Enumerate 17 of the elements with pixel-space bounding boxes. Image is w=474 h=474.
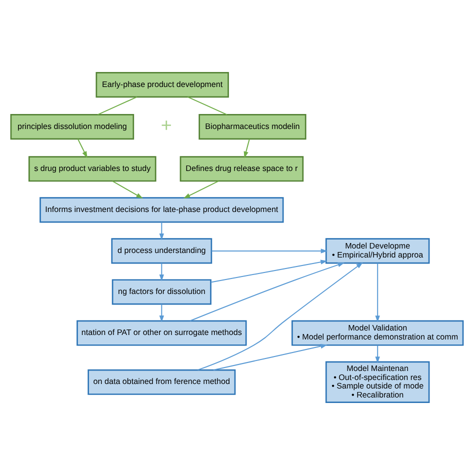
label: + — [160, 114, 172, 135]
arrow — [159, 222, 164, 240]
arrow — [375, 262, 380, 322]
arrow — [190, 262, 345, 321]
connector — [187, 96, 228, 115]
connector — [97, 96, 138, 115]
arrow — [244, 138, 250, 158]
arrow — [77, 138, 88, 158]
arrow — [210, 259, 328, 282]
arrow — [213, 343, 328, 370]
arrow — [112, 180, 143, 198]
arrow — [198, 262, 363, 370]
arrow — [375, 344, 380, 363]
arrow — [183, 180, 219, 198]
arrow — [159, 262, 164, 281]
arrow — [212, 248, 328, 253]
arrow — [159, 304, 164, 322]
